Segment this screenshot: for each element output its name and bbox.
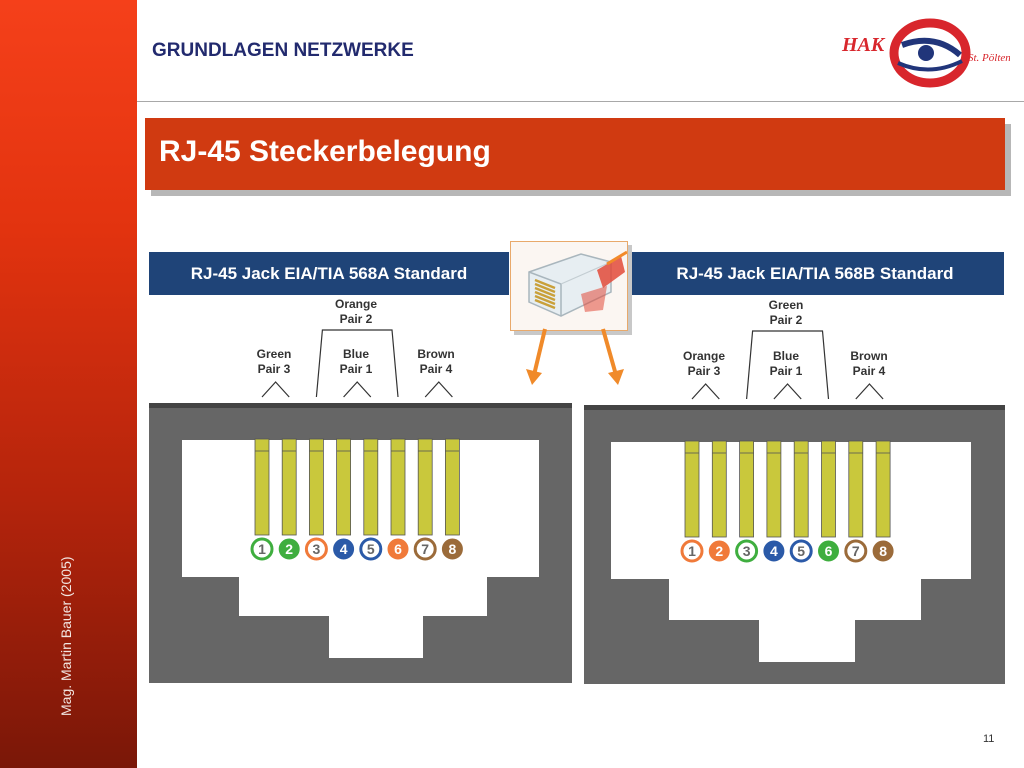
contact-pin-6 xyxy=(821,440,836,538)
sidebar-band xyxy=(0,0,137,768)
standard-568b-title: RJ-45 Jack EIA/TIA 568B Standard xyxy=(676,264,954,283)
pair-bracket xyxy=(773,383,802,400)
pin-number-6: 6 xyxy=(825,543,833,559)
pin-number-8: 8 xyxy=(449,541,457,557)
pair-number-label: Pair 3 xyxy=(258,362,291,376)
pair-color-label: Green xyxy=(257,347,292,361)
contact-pin-2 xyxy=(281,438,297,536)
contact-pin-4 xyxy=(336,438,352,536)
pair-color-label: Green xyxy=(769,298,804,312)
author-credit: Mag. Martin Bauer (2005) xyxy=(58,556,74,716)
pin-number-2: 2 xyxy=(715,543,723,559)
pointer-arrows xyxy=(526,328,624,385)
wire-color-6 xyxy=(818,540,839,562)
wire-color-2 xyxy=(708,540,730,562)
pin-number-7: 7 xyxy=(852,543,860,559)
wire-color-8 xyxy=(441,538,463,560)
hak-logo: HAK St. Pölten xyxy=(841,18,1010,88)
pin-number-4: 4 xyxy=(340,541,348,557)
pair-number-label: Pair 2 xyxy=(340,312,373,326)
contact-pin-5 xyxy=(363,438,379,536)
wire-color-2 xyxy=(278,538,300,560)
pin-number-7: 7 xyxy=(421,541,429,557)
wire-color-7 xyxy=(844,539,868,563)
wire-color-7 xyxy=(413,537,437,561)
contact-pin-8 xyxy=(875,440,891,538)
pair-color-label: Orange xyxy=(335,297,377,311)
standard-568a-title: RJ-45 Jack EIA/TIA 568A Standard xyxy=(190,264,468,283)
pair-bracket xyxy=(855,383,884,400)
wire-color-3 xyxy=(735,539,759,563)
pair-color-label: Blue xyxy=(773,349,799,363)
wire-color-8 xyxy=(872,540,894,562)
pair-color-label: Brown xyxy=(850,349,887,363)
pair-bracket xyxy=(261,381,290,398)
logo-wordmark: HAK xyxy=(841,34,886,56)
pin-number-3: 3 xyxy=(313,541,321,557)
pair-number-label: Pair 4 xyxy=(853,364,886,378)
header-divider xyxy=(137,101,1024,102)
wire-color-5 xyxy=(359,537,383,561)
contact-pin-4 xyxy=(766,440,782,538)
pair-color-label: Orange xyxy=(683,349,725,363)
pin-number-5: 5 xyxy=(797,543,805,559)
pin-number-5: 5 xyxy=(367,541,375,557)
pair-number-label: Pair 4 xyxy=(420,362,453,376)
pair-number-label: Pair 1 xyxy=(340,362,373,376)
contact-pin-5 xyxy=(793,440,809,538)
contact-pin-2 xyxy=(711,440,727,538)
wire-color-1 xyxy=(250,537,274,561)
contact-pin-3 xyxy=(308,438,324,536)
pair-number-label: Pair 1 xyxy=(770,364,803,378)
slide-title-bar: RJ-45 Steckerbelegung xyxy=(145,118,1005,190)
pair-number-label: Pair 3 xyxy=(688,364,721,378)
header-title: GRUNDLAGEN NETZWERKE xyxy=(152,40,414,61)
jack-top-edge xyxy=(149,403,572,408)
contact-pin-3 xyxy=(739,440,755,538)
wire-color-5 xyxy=(789,539,813,563)
contact-pin-1 xyxy=(254,438,270,536)
logo-subtext: St. Pölten xyxy=(968,52,1010,64)
pair-color-label: Brown xyxy=(417,347,454,361)
wire-color-1 xyxy=(680,539,704,563)
wire-color-4 xyxy=(333,538,355,560)
contact-pin-7 xyxy=(417,438,433,536)
pair-number-label: Pair 2 xyxy=(770,313,803,327)
pin-number-8: 8 xyxy=(879,543,887,559)
wire-color-4 xyxy=(763,540,785,562)
pin-number-2: 2 xyxy=(285,541,293,557)
contact-pin-6 xyxy=(390,438,406,536)
standard-568a-header: RJ-45 Jack EIA/TIA 568A Standard xyxy=(149,252,509,295)
wire-color-3 xyxy=(304,537,328,561)
contact-pin-8 xyxy=(444,438,460,536)
pair-bracket xyxy=(424,381,453,398)
pin-number-1: 1 xyxy=(258,541,266,557)
pin-number-1: 1 xyxy=(688,543,696,559)
pin-number-3: 3 xyxy=(743,543,751,559)
wire-color-6 xyxy=(387,538,409,560)
pin-number-6: 6 xyxy=(394,541,402,557)
contact-pin-7 xyxy=(848,440,864,538)
contact-pin-1 xyxy=(684,440,700,538)
pin-number-4: 4 xyxy=(770,543,778,559)
pair-color-label: Blue xyxy=(343,347,369,361)
standard-568b-header: RJ-45 Jack EIA/TIA 568B Standard xyxy=(626,252,1004,295)
slide-title: RJ-45 Steckerbelegung xyxy=(159,135,491,168)
page-number: 11 xyxy=(983,733,995,745)
pair-bracket xyxy=(315,329,399,398)
jack-top-edge xyxy=(584,405,1005,410)
rj45-plug-image xyxy=(510,241,628,331)
pair-bracket xyxy=(343,381,372,398)
pair-bracket xyxy=(746,330,830,400)
pair-bracket xyxy=(691,383,720,400)
